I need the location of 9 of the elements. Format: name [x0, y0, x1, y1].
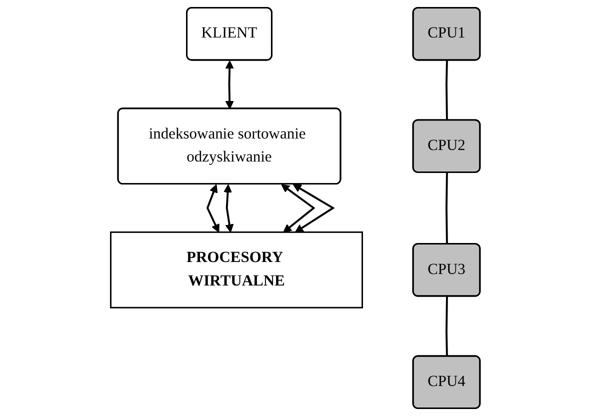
arrow: [206, 184, 220, 233]
arrow: [281, 184, 316, 233]
arrow: [225, 60, 234, 110]
arrow: [293, 184, 336, 233]
connector: [446, 60, 448, 120]
arrow: [224, 184, 234, 233]
connector: [446, 172, 448, 244]
connector: [446, 296, 448, 356]
node-box: PROCESORY WIRTUALNE: [110, 231, 364, 308]
